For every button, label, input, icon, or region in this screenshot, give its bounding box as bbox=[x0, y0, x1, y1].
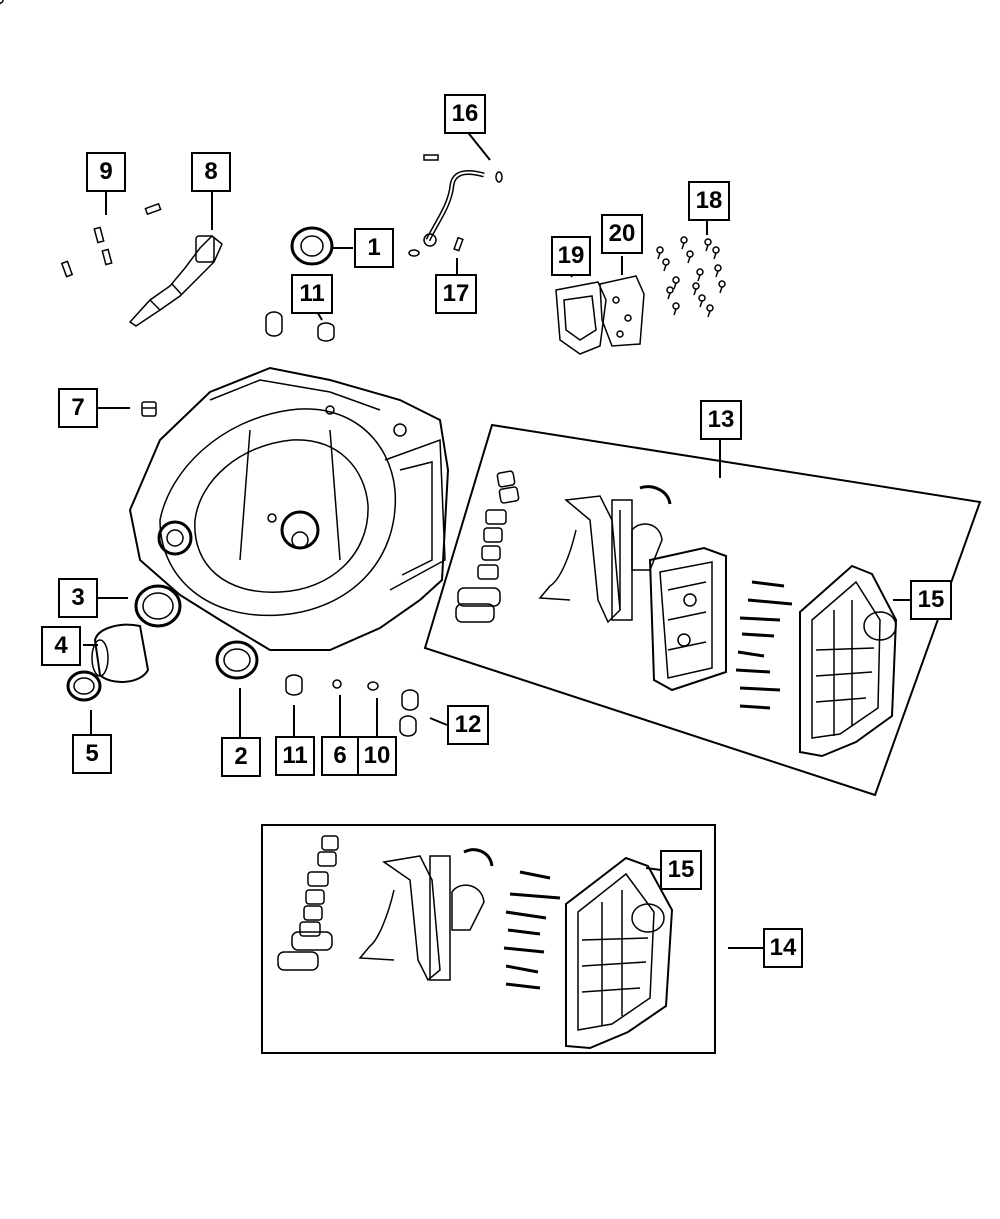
callout-2[interactable]: 2 bbox=[221, 737, 261, 777]
callout-9[interactable]: 9 bbox=[86, 152, 126, 192]
callout-5[interactable]: 5 bbox=[72, 734, 112, 774]
plugs-11-top bbox=[265, 311, 335, 342]
bolt-set-9 bbox=[60, 202, 162, 278]
harness bbox=[538, 485, 672, 624]
callout-13[interactable]: 13 bbox=[700, 400, 742, 440]
callout-7[interactable]: 7 bbox=[58, 388, 98, 428]
speed-sensor-8 bbox=[128, 234, 223, 327]
callout-4[interactable]: 4 bbox=[41, 626, 81, 666]
callout-11-top[interactable]: 11 bbox=[291, 274, 333, 314]
mechatronic-kit-contents bbox=[277, 835, 674, 1050]
callout-18[interactable]: 18 bbox=[688, 181, 730, 221]
mechatronic-kit-frame bbox=[261, 824, 716, 1054]
callout-15-lower[interactable]: 15 bbox=[660, 850, 702, 890]
bolts-14 bbox=[503, 870, 561, 990]
harness-14 bbox=[358, 848, 494, 982]
callout-8[interactable]: 8 bbox=[191, 152, 231, 192]
callout-11-bottom[interactable]: 11 bbox=[275, 736, 315, 776]
small-parts-row bbox=[285, 674, 419, 737]
callout-3[interactable]: 3 bbox=[58, 578, 98, 618]
callout-19[interactable]: 19 bbox=[551, 236, 591, 276]
valve-body bbox=[648, 546, 727, 692]
plug-7 bbox=[141, 401, 157, 417]
callout-6[interactable]: 6 bbox=[321, 736, 359, 776]
solenoids bbox=[455, 470, 520, 623]
mechatronic-housing-15-lower bbox=[565, 856, 674, 1050]
seals-rings bbox=[66, 584, 259, 702]
callout-12[interactable]: 12 bbox=[447, 705, 489, 745]
valve-body-kit-frame bbox=[423, 423, 982, 797]
valve-body-contents bbox=[455, 470, 898, 758]
bolts-13 bbox=[735, 580, 793, 710]
cooler-tube-16 bbox=[408, 154, 503, 257]
seal-1 bbox=[290, 226, 334, 266]
transmission-case bbox=[128, 366, 450, 651]
callout-10[interactable]: 10 bbox=[357, 736, 397, 776]
mechatronic-housing-15-upper bbox=[799, 564, 898, 758]
solenoids-14 bbox=[277, 835, 339, 971]
leader-lines bbox=[83, 129, 911, 949]
callout-16[interactable]: 16 bbox=[444, 94, 486, 134]
callout-1[interactable]: 1 bbox=[354, 228, 394, 268]
callout-17[interactable]: 17 bbox=[435, 274, 477, 314]
callout-15-upper[interactable]: 15 bbox=[910, 580, 952, 620]
callout-20[interactable]: 20 bbox=[601, 214, 643, 254]
callout-14[interactable]: 14 bbox=[763, 928, 803, 968]
separator-plates-19-20 bbox=[555, 275, 645, 355]
